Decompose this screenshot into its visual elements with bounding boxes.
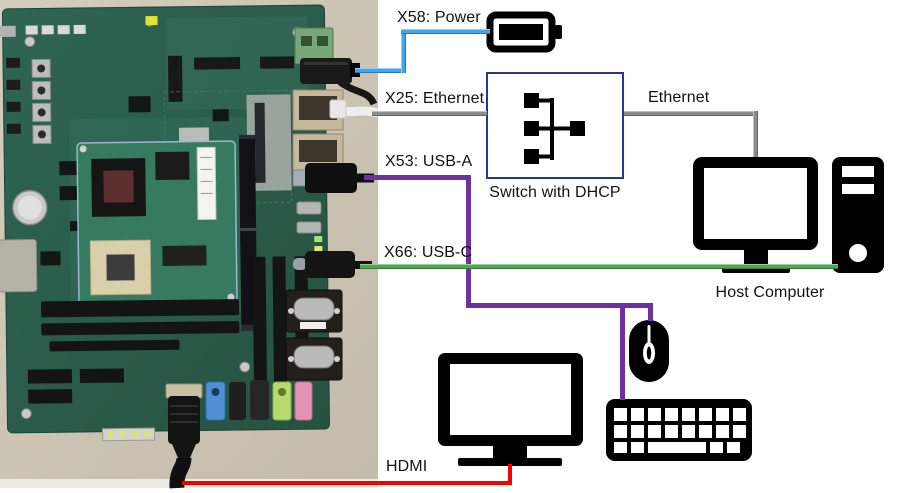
power-line-seg1 [355,68,406,73]
micro-usb-jack-2 [296,221,322,234]
usb-c-line [360,264,838,269]
system-on-module [76,140,238,306]
usb-a-connector-label: X53: USB-A [385,153,473,170]
ethernet-line-host-v [753,111,758,157]
usb-a-line-seg2 [466,175,471,308]
usb-a-line-mouse-drop [648,303,653,321]
user-buttons [6,57,52,145]
serial-port-2 [285,337,343,381]
serial-port-1 [285,289,343,333]
usb-a-line-seg3 [466,303,653,308]
micro-usb-jack [296,201,322,215]
ethernet-line-board [372,111,487,116]
hdmi-line-v [508,464,512,483]
pin-header-strips [27,256,309,419]
dev-board-photo [0,0,378,493]
power-connector-label: X58: Power [397,9,481,26]
ethernet-host-label: Ethernet [648,89,710,106]
micro-usb-port [0,25,16,37]
usb-a-line-keyboard-drop [620,303,625,400]
dhcp-switch-box [486,72,624,179]
power-line-seg2 [401,29,406,73]
computer-tower-icon [832,157,884,273]
power-line-seg3 [401,29,490,34]
sd-card-slot [0,239,38,293]
usb-c-connector-label: X66: USB-C [384,244,473,261]
pcb-board [0,4,331,442]
switch-label: Switch with DHCP [489,184,621,201]
usb-a-line-seg1 [364,175,471,180]
ethernet-line-host-h [624,111,758,116]
ethernet-connector-label: X25: Ethernet [385,90,485,107]
hdmi-plug [165,383,203,489]
ethernet-jack-empty [292,133,344,171]
keyboard-icon [606,399,752,461]
audio-jacks [205,380,313,421]
desktop-monitor-icon [693,157,818,273]
hdmi-display-icon [438,353,583,466]
battery-icon [486,11,562,53]
mouse-icon [629,320,669,382]
hdmi-connector-label: HDMI [386,458,428,475]
dip-switch [102,427,156,442]
host-computer-label: Host Computer [715,284,825,301]
network-switch-icon [524,93,585,164]
top-connectors [25,24,86,35]
module-label-sticker [196,146,217,221]
hdmi-line-h [182,481,512,485]
